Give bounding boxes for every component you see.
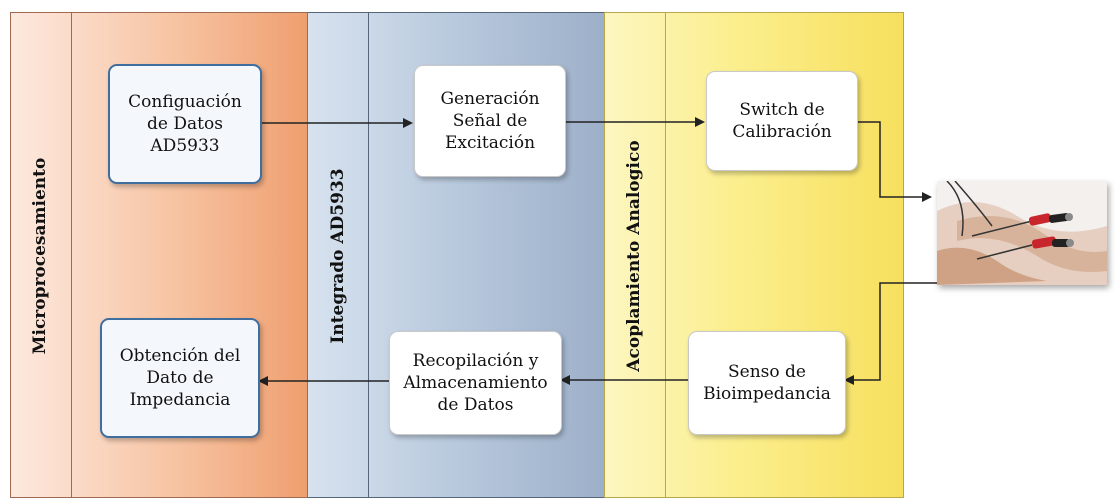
box-label: Generación Señal de Excitación xyxy=(440,89,540,153)
arrow-photo-to-senso xyxy=(844,282,937,385)
lane-label-strip xyxy=(605,13,666,497)
electrode-arm-icon xyxy=(937,181,1107,285)
box-generacion-senal: Generación Señal de Excitación xyxy=(414,65,566,177)
box-senso-bioimpedancia: Senso de Bioimpedancia xyxy=(688,331,846,435)
box-obtencion-impedancia: Obtención del Dato de Impedancia xyxy=(100,318,260,438)
box-switch-calibracion: Switch de Calibración xyxy=(706,71,858,171)
box-label: Switch de Calibración xyxy=(732,100,832,142)
box-label: Recopilación y Almacenamiento de Datos xyxy=(403,351,548,415)
box-configuracion-datos: Configuación de Datos AD5933 xyxy=(108,64,262,184)
box-label: Configuación de Datos AD5933 xyxy=(128,92,242,156)
arrow-switch-to-photo xyxy=(858,121,932,202)
box-label: Obtención del Dato de Impedancia xyxy=(119,346,241,410)
electrode-arm-photo xyxy=(937,181,1107,285)
box-recopilacion-datos: Recopilación y Almacenamiento de Datos xyxy=(389,331,562,435)
lane-label-strip xyxy=(308,13,369,497)
lane-label-strip xyxy=(11,13,72,497)
box-label: Senso de Bioimpedancia xyxy=(703,362,831,404)
